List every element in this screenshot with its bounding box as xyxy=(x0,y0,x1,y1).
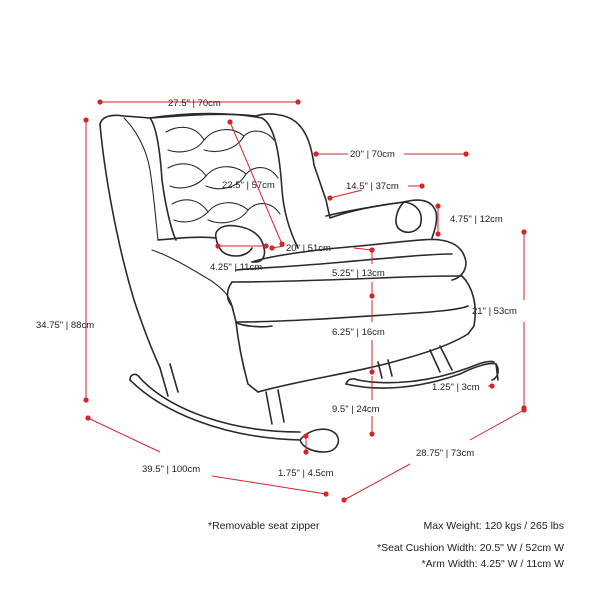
label-overall-width: 28.75" | 73cm xyxy=(416,448,474,459)
label-top-width: 27.5" | 70cm xyxy=(168,98,221,109)
label-seat-depth: 20" | 70cm xyxy=(350,149,395,160)
rocking-chair-drawing xyxy=(99,112,499,453)
label-overall-depth: 39.5" | 100cm xyxy=(142,464,200,475)
label-back-height: 22.5" | 57cm xyxy=(222,180,275,191)
dimension-labels: 27.5" | 70cm 22.5" | 57cm 20" | 70cm 14.… xyxy=(36,98,517,479)
back-tufting xyxy=(165,126,281,224)
label-arm-depth: 14.5" | 37cm xyxy=(346,181,399,192)
note-cushion-width: *Seat Cushion Width: 20.5" W / 52cm W xyxy=(377,542,564,554)
dimension-leaders xyxy=(83,99,527,503)
label-rocker-thickness: 1.25" | 3cm xyxy=(432,382,480,393)
label-seat-height: 21" | 53cm xyxy=(472,306,517,317)
label-base-height: 6.25" | 16cm xyxy=(332,327,385,338)
label-cushion-thickness: 5.25" | 13cm xyxy=(332,268,385,279)
label-total-height: 34.75" | 88cm xyxy=(36,320,94,331)
label-leg-height: 9.5" | 24cm xyxy=(332,404,380,415)
label-arm-height: 4.75" | 12cm xyxy=(450,214,503,225)
label-rocker-gap: 1.75" | 4.5cm xyxy=(278,468,334,479)
note-max-weight: Max Weight: 120 kgs / 265 lbs xyxy=(423,520,564,532)
label-arm-width: 4.25" | 11cm xyxy=(210,262,262,273)
note-removable-zipper: *Removable seat zipper xyxy=(208,520,320,532)
label-seat-width: 20" | 51cm xyxy=(286,243,331,254)
note-arm-width: *Arm Width: 4.25" W / 11cm W xyxy=(421,558,564,570)
